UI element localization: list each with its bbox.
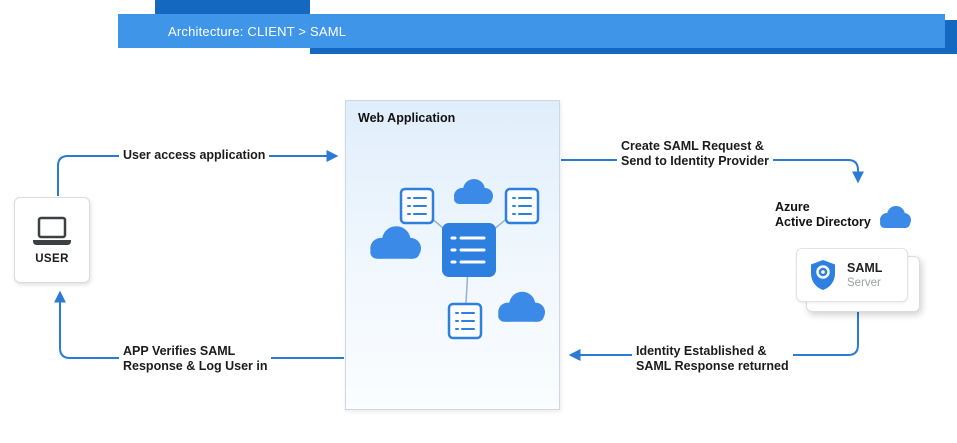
flow-label-app-verifies-line2: Response & Log User in — [123, 358, 268, 373]
azure-title-line1: Azure — [775, 200, 810, 214]
flow-label-user-access: User access application — [119, 147, 270, 164]
list-icon — [399, 187, 435, 225]
saml-server-name: SAML — [847, 260, 883, 275]
azure-cloud-icon — [880, 206, 911, 228]
flow-label-create-request-line1: Create SAML Request & — [621, 139, 764, 153]
list-icon — [447, 302, 483, 340]
title-banner: Architecture: CLIENT > SAML — [118, 14, 945, 48]
cloud-icon — [370, 226, 421, 259]
shield-icon — [811, 260, 835, 290]
flow-label-identity-return-line2: SAML Response returned — [636, 358, 789, 373]
web-application-title: Web Application — [358, 111, 456, 125]
user-label: USER — [35, 252, 69, 265]
web-application-node: Web Application — [345, 100, 560, 410]
saml-server-type: Server — [847, 276, 881, 289]
user-node: USER — [14, 197, 90, 283]
banner-title: Architecture: CLIENT > SAML — [168, 23, 347, 39]
laptop-icon — [33, 216, 71, 245]
flow-label-app-verifies: APP Verifies SAML Response & Log User in — [119, 343, 272, 374]
cloud-icon — [498, 291, 545, 322]
flow-label-create-request: Create SAML Request & Send to Identity P… — [617, 138, 773, 169]
web-application-cluster — [370, 179, 545, 340]
flow-label-create-request-line2: Send to Identity Provider — [621, 153, 769, 168]
server-icon — [442, 223, 496, 277]
flow-label-app-verifies-line1: APP Verifies SAML — [123, 344, 236, 358]
saml-server-card: SAML Server — [796, 248, 908, 302]
flow-label-identity-return: Identity Established & SAML Response ret… — [632, 343, 793, 374]
azure-title-line2: Active Directory — [775, 215, 871, 229]
cloud-icon — [454, 179, 493, 204]
azure-ad-title: Azure Active Directory — [775, 200, 871, 230]
saml-server-text: SAML Server — [847, 261, 882, 290]
list-icon — [504, 187, 540, 225]
flow-label-identity-return-line1: Identity Established & — [636, 344, 767, 358]
